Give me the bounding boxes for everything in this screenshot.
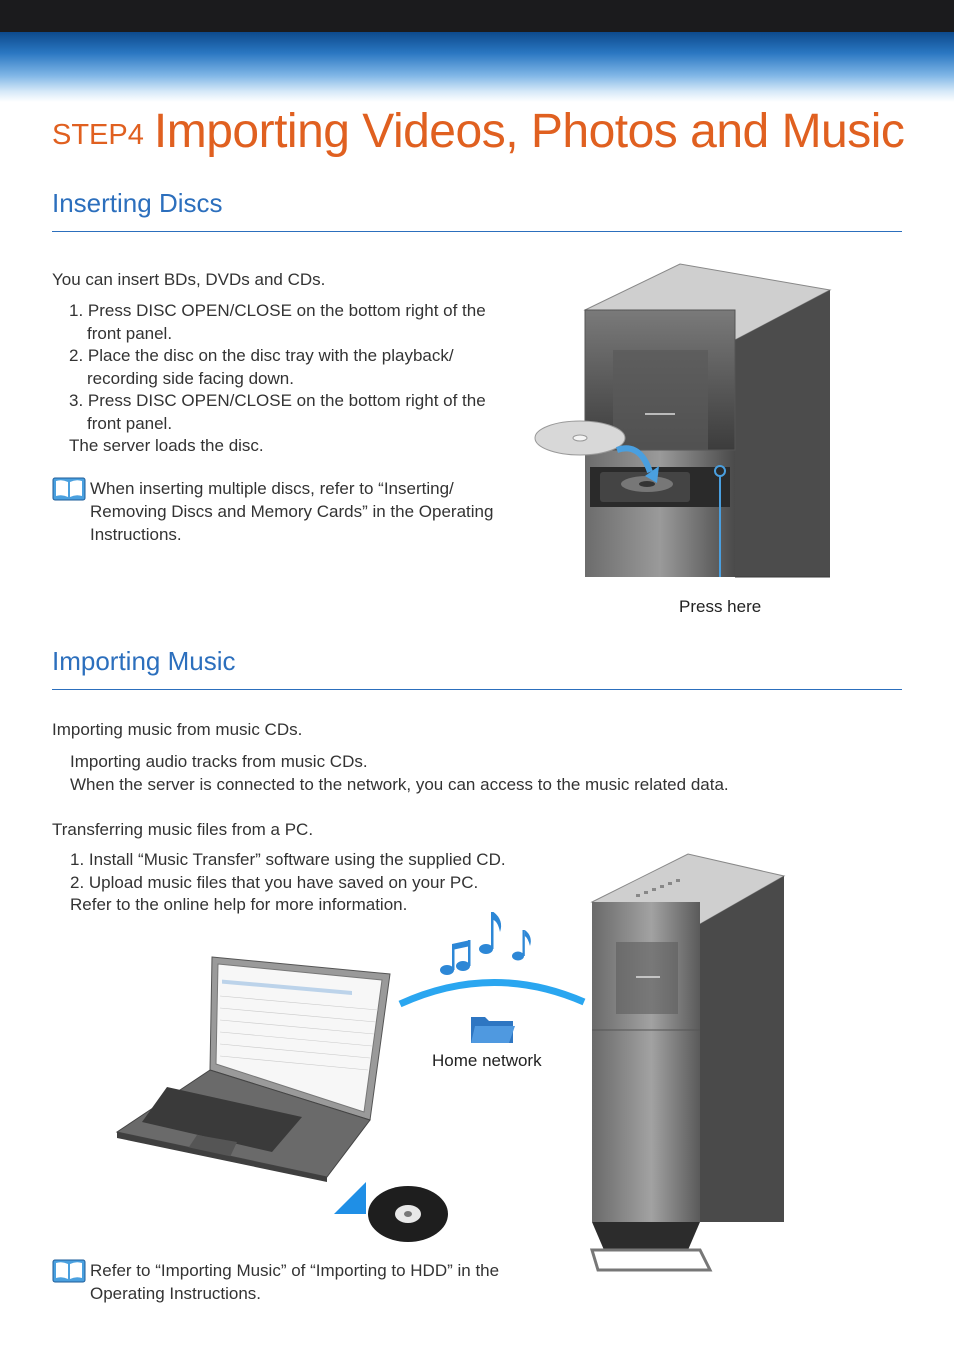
music-steps: 1. Install “Music Transfer” software usi… — [70, 849, 570, 917]
server-disc-illustration — [534, 263, 832, 582]
book-icon — [52, 1259, 86, 1283]
book-icon — [52, 477, 86, 501]
list-item: 2. Upload music files that you have save… — [70, 872, 570, 917]
music-notes-icon — [440, 912, 531, 975]
note-text: Refer to “Importing Music” of “Importing… — [90, 1261, 500, 1303]
list-item: 3. Press DISC OPEN/CLOSE on the bottom r… — [69, 390, 499, 458]
page-title: STEP4 Importing Videos, Photos and Music — [52, 104, 905, 159]
list-item: 1. Install “Music Transfer” software usi… — [70, 850, 506, 869]
folder-icon — [471, 1017, 515, 1043]
top-bar — [0, 0, 954, 32]
title-text: Importing Videos, Photos and Music — [153, 105, 905, 158]
note-text: When inserting multiple discs, refer to … — [90, 479, 494, 544]
network-arc — [398, 979, 586, 1008]
music-cd-line-2: When the server is connected to the netw… — [70, 775, 729, 794]
step-text: 2. Upload music files that you have save… — [70, 872, 479, 892]
note-multiple-discs: When inserting multiple discs, refer to … — [52, 477, 502, 546]
section-heading-importing-music: Importing Music — [52, 646, 236, 676]
section-rule — [52, 231, 902, 232]
inserting-steps: 1. Press DISC OPEN/CLOSE on the bottom r… — [69, 300, 499, 458]
note-importing-music: Refer to “Importing Music” of “Importing… — [52, 1259, 572, 1305]
list-item: 1. Press DISC OPEN/CLOSE on the bottom r… — [69, 301, 486, 343]
header-gradient-band — [0, 32, 954, 102]
step-text: 3. Press DISC OPEN/CLOSE on the bottom r… — [69, 391, 486, 433]
server-illustration — [589, 853, 786, 1272]
section-rule — [52, 689, 902, 690]
network-label: Home network — [432, 1051, 542, 1070]
step-subnote: Refer to the online help for more inform… — [70, 895, 408, 914]
section-heading-inserting-discs: Inserting Discs — [52, 188, 223, 218]
inserting-intro: You can insert BDs, DVDs and CDs. — [52, 270, 326, 289]
music-pc-intro: Transferring music files from a PC. — [52, 820, 314, 839]
step-label: STEP4 — [52, 119, 144, 151]
music-cd-intro: Importing music from music CDs. — [52, 720, 303, 739]
callout-press-here: Press here — [679, 597, 762, 616]
cd-play-illustration — [334, 1182, 448, 1242]
laptop-illustration — [115, 956, 391, 1182]
list-item: 2. Place the disc on the disc tray with … — [69, 346, 454, 388]
music-cd-line-1: Importing audio tracks from music CDs. — [70, 752, 368, 771]
step-subnote: The server loads the disc. — [69, 436, 264, 455]
